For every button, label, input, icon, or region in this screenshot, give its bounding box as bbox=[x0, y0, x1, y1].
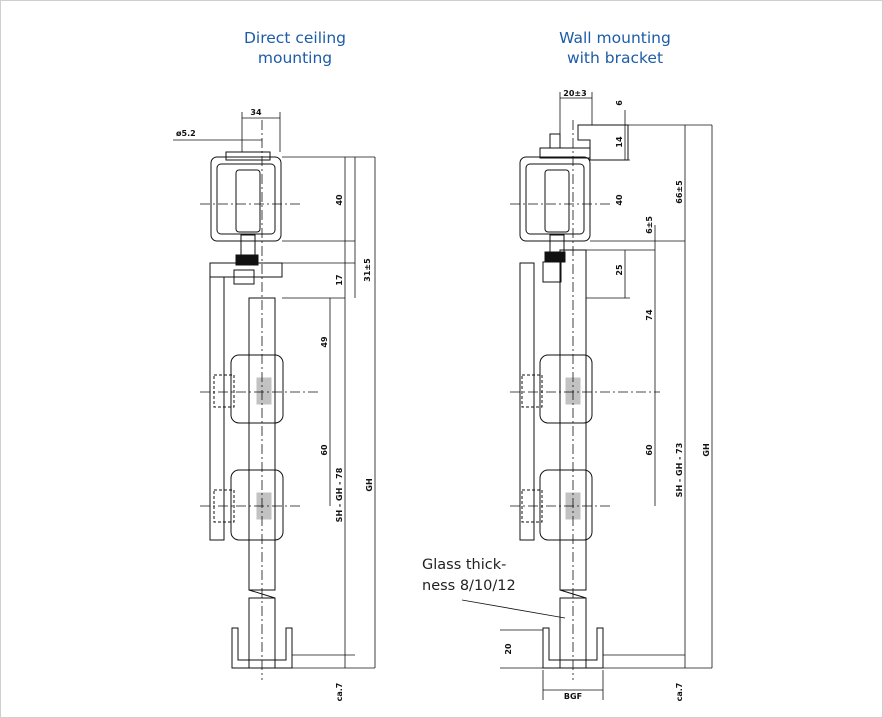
left-dim-bottom: ca.7 bbox=[335, 683, 344, 702]
right-title-line2: with bracket bbox=[566, 49, 664, 67]
left-screw-1 bbox=[213, 374, 235, 408]
right-nut bbox=[544, 251, 566, 263]
right-dim-gh: GH bbox=[702, 443, 711, 456]
right-drawing-title: Wall mounting with bracket bbox=[505, 28, 725, 68]
left-rail-inner bbox=[216, 163, 276, 235]
right-assembly bbox=[461, 92, 713, 700]
left-floor-guide bbox=[231, 627, 293, 669]
left-roller-2 bbox=[230, 469, 284, 541]
right-roller-1 bbox=[539, 354, 593, 424]
right-dimension-lines bbox=[461, 92, 713, 700]
left-dim-to-roller: 49 bbox=[320, 336, 329, 348]
left-dim-width: 34 bbox=[250, 108, 262, 117]
right-trolley bbox=[544, 169, 570, 233]
left-hanger-bolt bbox=[240, 234, 256, 258]
right-dim-bottom: ca.7 bbox=[675, 683, 684, 702]
right-dim-gap: 6±5 bbox=[645, 216, 654, 234]
left-drawing-title: Direct ceiling mounting bbox=[185, 28, 405, 68]
right-bracket-plate bbox=[539, 147, 591, 159]
right-dim-overall: 66±5 bbox=[675, 180, 684, 204]
right-rail-inner bbox=[525, 163, 585, 235]
left-title-line1: Direct ceiling bbox=[244, 29, 346, 47]
left-nut bbox=[235, 254, 259, 266]
left-rail-profile bbox=[210, 156, 282, 242]
left-dim-gap: 31±5 bbox=[363, 258, 372, 282]
left-clamp-block bbox=[233, 269, 255, 285]
left-clamp-top bbox=[209, 262, 283, 278]
left-roller-1 bbox=[230, 354, 284, 424]
right-rail-profile bbox=[519, 156, 591, 242]
left-rail-top bbox=[225, 151, 271, 161]
left-roller-hub-1 bbox=[256, 377, 272, 405]
right-dim-14: 14 bbox=[615, 136, 624, 148]
right-clamp-block bbox=[542, 261, 562, 283]
right-dim-sh: SH - GH - 73 bbox=[675, 443, 684, 498]
right-dim-rail-height: 40 bbox=[615, 194, 624, 206]
left-dim-roller-pitch: 60 bbox=[320, 444, 329, 456]
right-floor-guide bbox=[542, 627, 604, 669]
left-trolley bbox=[235, 169, 261, 233]
callout-line1: Glass thick- bbox=[422, 557, 507, 573]
left-dim-gh: GH bbox=[365, 478, 374, 491]
right-dim-to-roller: 74 bbox=[645, 309, 654, 321]
left-dim-top-offset: 17 bbox=[335, 274, 344, 285]
left-dim-rail-height: 40 bbox=[335, 194, 344, 206]
right-dim-bgf: BGF bbox=[564, 692, 582, 701]
right-dim-bracket-width: 20±3 bbox=[563, 89, 586, 98]
right-roller-2 bbox=[539, 469, 593, 541]
left-dimension-lines bbox=[173, 112, 376, 669]
glass-thickness-callout: Glass thick- ness 8/10/12 bbox=[422, 555, 516, 597]
left-assembly bbox=[173, 112, 376, 680]
left-title-line2: mounting bbox=[257, 49, 333, 67]
right-title-line1: Wall mounting bbox=[559, 29, 671, 47]
right-side-panel bbox=[519, 262, 535, 541]
callout-line2: ness 8/10/12 bbox=[422, 578, 516, 594]
left-dim-hole: ø5.2 bbox=[176, 129, 196, 138]
right-dim-top-offset: 25 bbox=[615, 264, 624, 276]
right-screw-1 bbox=[521, 374, 543, 408]
right-dim-roller-pitch: 60 bbox=[645, 444, 654, 456]
right-dim-6: 6 bbox=[615, 100, 624, 106]
right-bracket-bolt bbox=[549, 133, 561, 149]
left-side-panel bbox=[209, 276, 225, 541]
right-dim-guide-height: 20 bbox=[504, 643, 513, 655]
left-dim-sh: SH - GH - 78 bbox=[335, 467, 344, 522]
